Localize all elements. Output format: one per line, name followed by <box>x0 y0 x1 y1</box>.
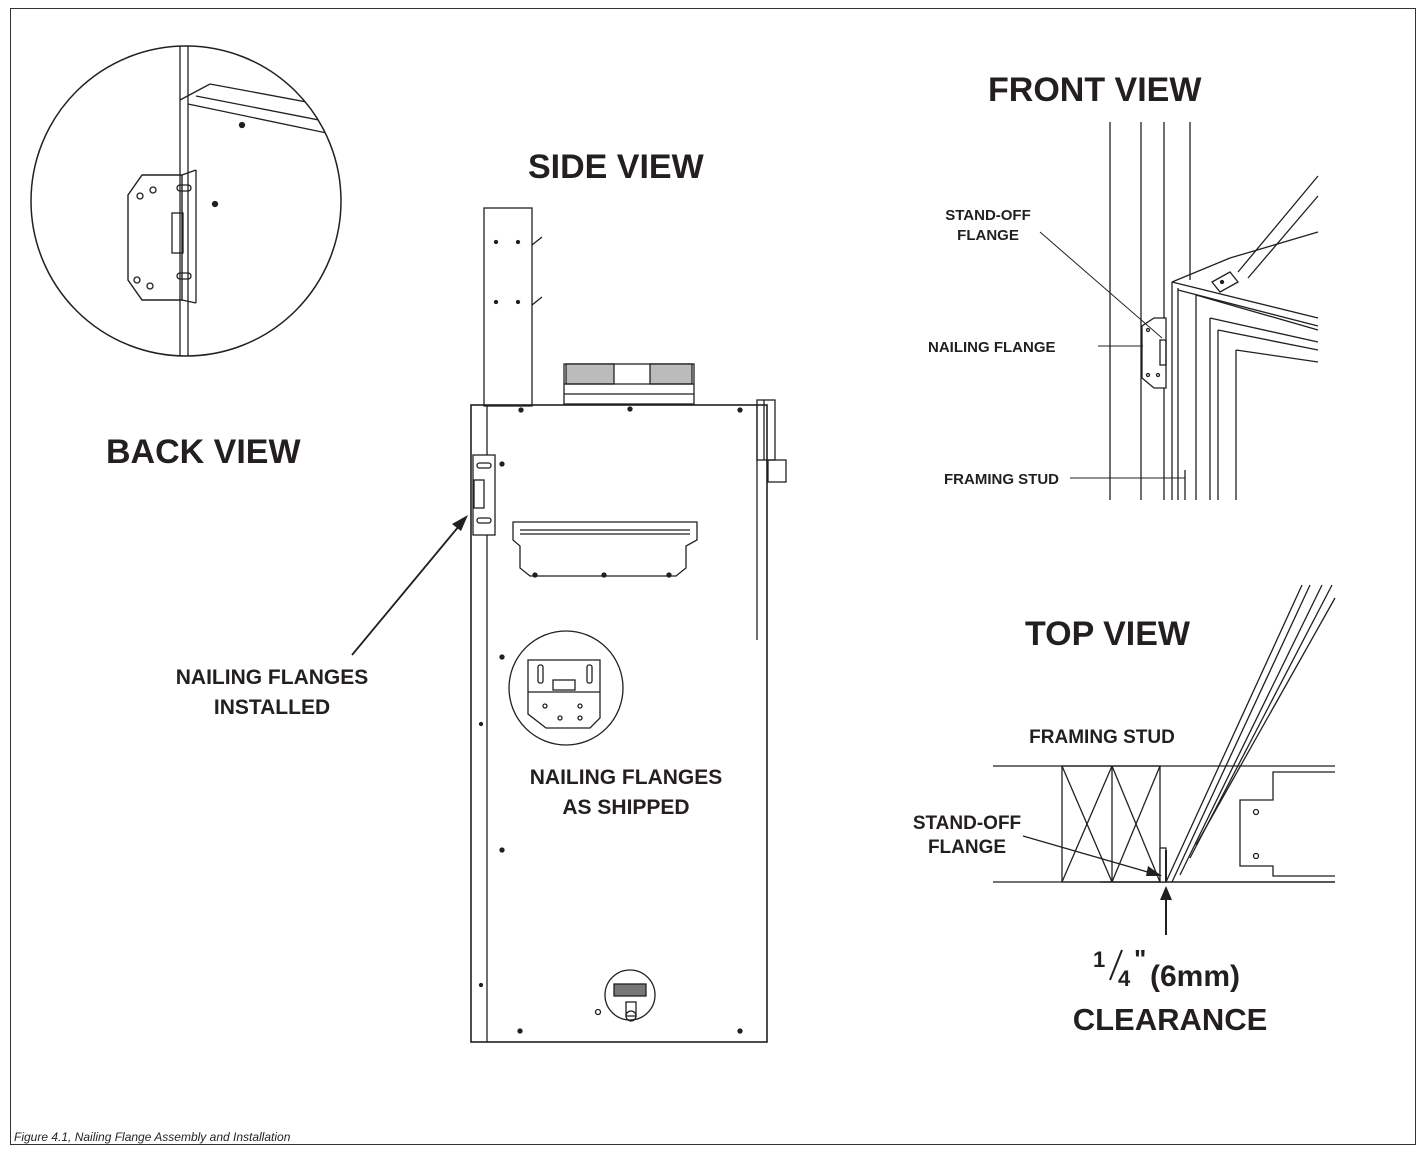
top-view-detail <box>993 584 1336 935</box>
clearance-inch-mark: " <box>1134 944 1146 974</box>
clearance-mm: (6mm) <box>1150 960 1240 993</box>
installed-label-line1: NAILING FLANGES <box>176 666 369 689</box>
clearance-word: CLEARANCE <box>1073 1002 1268 1037</box>
side-view-unit <box>470 207 787 1043</box>
front-view-detail <box>1039 122 1319 500</box>
clearance-frac-numerator: 1 <box>1093 947 1105 972</box>
front-standoff-line1: STAND-OFF <box>945 207 1031 224</box>
clearance-frac-denominator: 4 <box>1118 966 1131 991</box>
back-view-title: BACK VIEW <box>106 433 301 471</box>
shipped-label-line1: NAILING FLANGES <box>530 766 723 789</box>
side-view-title: SIDE VIEW <box>528 148 705 186</box>
installed-label-line2: INSTALLED <box>214 696 330 719</box>
top-standoff-line1: STAND-OFF <box>913 813 1021 834</box>
clearance-dimension: 1 4 " (6mm) CLEARANCE <box>1073 944 1268 1037</box>
back-view-detail <box>30 45 342 357</box>
front-stud-label: FRAMING STUD <box>944 471 1059 488</box>
top-stud-label: FRAMING STUD <box>1029 727 1175 748</box>
front-standoff-line2: FLANGE <box>957 227 1019 244</box>
shipped-label-line2: AS SHIPPED <box>562 796 689 819</box>
front-view-title: FRONT VIEW <box>988 71 1202 109</box>
top-standoff-line2: FLANGE <box>928 837 1006 858</box>
front-nailing-label: NAILING FLANGE <box>928 339 1056 356</box>
figure-frame <box>10 8 1416 1145</box>
top-view-title: TOP VIEW <box>1025 615 1191 653</box>
figure-caption: Figure 4.1, Nailing Flange Assembly and … <box>14 1130 291 1144</box>
installed-arrow <box>351 515 468 656</box>
